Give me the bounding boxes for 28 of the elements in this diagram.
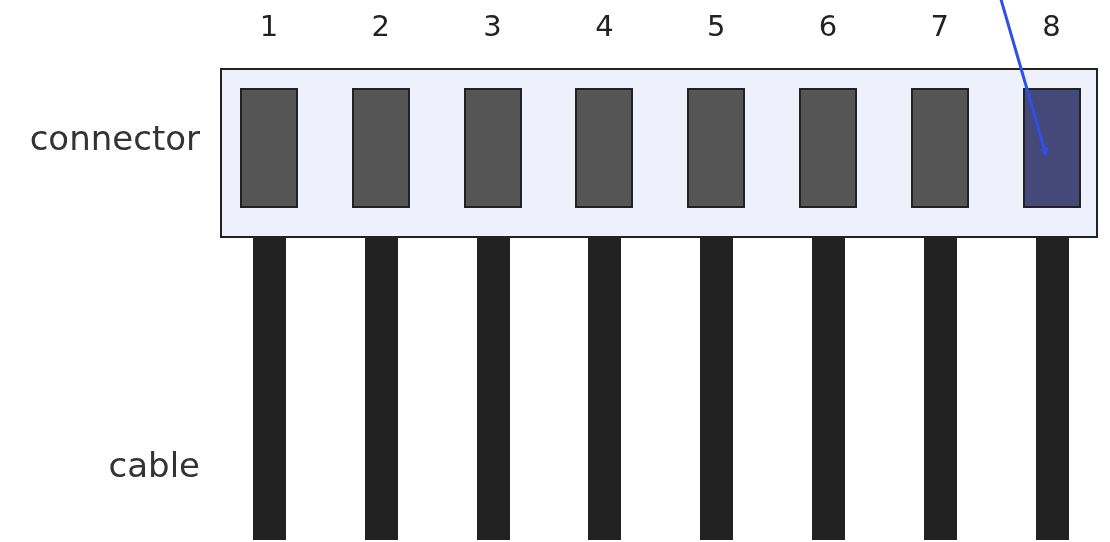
- pin-number: 3: [482, 12, 503, 41]
- pin-number: 8: [1041, 12, 1062, 41]
- pin-contact: [1022, 88, 1081, 208]
- pin-number: 2: [370, 12, 391, 41]
- connector-housing: [220, 68, 1098, 238]
- pin-number: 7: [929, 12, 950, 41]
- cable-wire: [1035, 238, 1069, 540]
- cable-wire: [923, 238, 957, 540]
- pin-contact: [575, 88, 634, 208]
- cable-wire: [476, 238, 510, 540]
- pin-number: 1: [258, 12, 280, 41]
- pin-number: 4: [594, 12, 615, 41]
- cable-wire: [812, 238, 845, 540]
- pin-contact: [240, 88, 298, 208]
- pin-contact: [687, 88, 746, 208]
- side-label: cable: [108, 448, 200, 482]
- pin-number: 6: [817, 12, 839, 41]
- pin-contact: [799, 88, 857, 208]
- pin-contact: [910, 88, 969, 208]
- pin-contact: [351, 88, 410, 208]
- cable-wire: [253, 238, 286, 540]
- pin-number: 5: [705, 12, 727, 41]
- cable-wire: [588, 238, 622, 540]
- side-label: connector: [29, 121, 200, 155]
- pin-contact: [463, 88, 522, 208]
- cable-wire: [364, 238, 398, 540]
- cable-wire: [700, 238, 734, 540]
- arrow: [998, 0, 1049, 156]
